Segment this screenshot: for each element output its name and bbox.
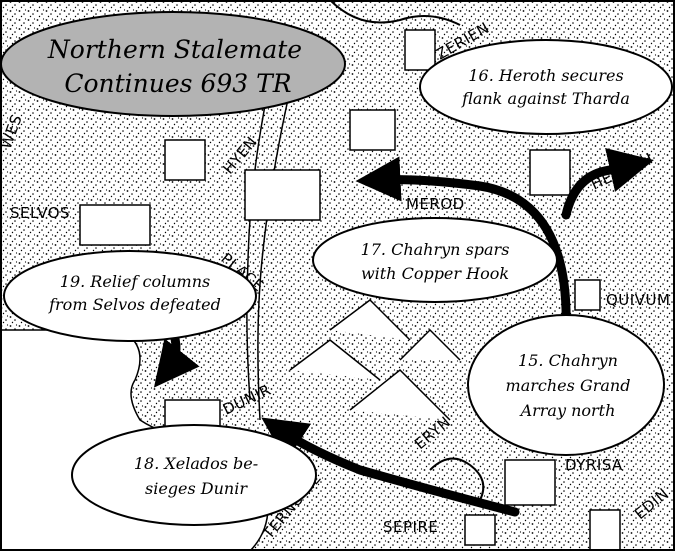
- town-heroth: [529, 149, 571, 196]
- event-17-line2: with Copper Hook: [361, 264, 509, 283]
- mountains: [289, 299, 461, 421]
- town-quivum: [574, 279, 601, 311]
- title-line2: Continues 693 TR: [64, 69, 291, 98]
- movement-arrows: [153, 148, 654, 517]
- town: [589, 509, 621, 551]
- label-merrod: MEROD: [406, 195, 465, 213]
- event-16-line1: 16. Heroth secures: [468, 66, 623, 85]
- town-zerien: [404, 29, 436, 71]
- town: [164, 139, 206, 181]
- label-selvos: SELVOS: [10, 204, 70, 222]
- town-selvos: [79, 204, 151, 246]
- town-merrod: [349, 109, 396, 151]
- event-15-line2: marches Grand: [506, 376, 631, 395]
- river: [257, 89, 291, 421]
- event-19-line1: 19. Relief columns: [60, 272, 210, 291]
- event-15-line1: 15. Chahryn: [518, 351, 618, 370]
- town: [244, 169, 321, 221]
- event-18-line2: sieges Dunir: [145, 479, 248, 498]
- event-19-line2: from Selvos defeated: [48, 295, 221, 314]
- river: [329, 0, 461, 26]
- event-18-callout: 18. Xelados be- sieges Dunir: [71, 424, 317, 526]
- event-17-callout: 17. Chahryn spars with Copper Hook: [312, 217, 558, 303]
- arrow-16-heroth: [561, 148, 654, 220]
- event-15-line3: Array north: [519, 401, 616, 420]
- event-18-line1: 18. Xelados be-: [134, 454, 258, 473]
- label-quivum: QUIVUM: [606, 291, 670, 309]
- label-dyrisa: DYRISA: [565, 456, 623, 474]
- label-sepire: SEPIRE: [383, 518, 438, 536]
- arrow-15-north: [355, 156, 571, 335]
- town-dyrisa: [504, 459, 556, 506]
- event-17-line1: 17. Chahryn spars: [361, 240, 510, 259]
- event-16-line2: flank against Tharda: [461, 89, 630, 108]
- event-16-callout: 16. Heroth secures flank against Tharda: [419, 39, 673, 135]
- event-15-callout: 15. Chahryn marches Grand Array north: [467, 314, 665, 456]
- arrow-18-siege: [261, 417, 520, 517]
- town-sepire: [464, 514, 496, 546]
- river: [429, 457, 485, 501]
- title-line1: Northern Stalemate: [47, 35, 302, 64]
- title-callout: Northern Stalemate Continues 693 TR: [0, 11, 346, 117]
- event-19-callout: 19. Relief columns from Selvos defeated: [3, 250, 257, 342]
- river: [246, 89, 269, 401]
